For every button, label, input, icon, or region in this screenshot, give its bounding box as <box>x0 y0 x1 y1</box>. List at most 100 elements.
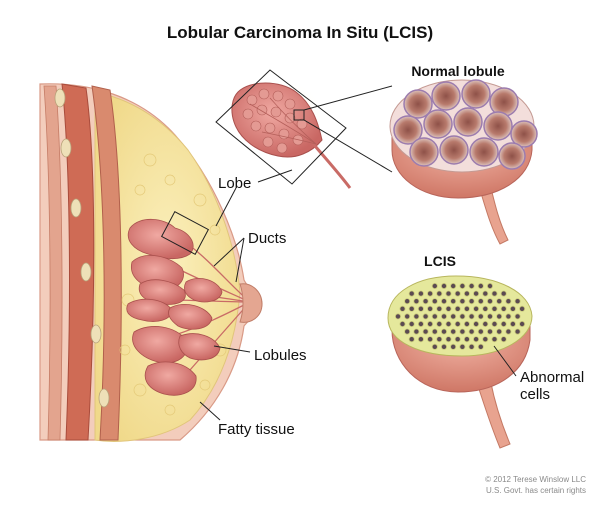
abnormal-cell <box>519 320 526 327</box>
abnormal-cell <box>509 320 516 327</box>
abnormal-cell <box>440 282 447 289</box>
abnormal-cell <box>422 328 429 335</box>
rib <box>60 138 72 158</box>
rib <box>98 388 110 408</box>
abnormal-cell <box>440 343 447 350</box>
acinus <box>403 89 433 119</box>
abnormal-cell <box>473 305 480 312</box>
normal-acini <box>393 79 538 170</box>
abnormal-cell <box>427 320 434 327</box>
abnormal-cell <box>450 282 457 289</box>
acinus <box>431 81 461 111</box>
lobe-magnify-box <box>215 69 347 185</box>
acinus <box>498 142 526 170</box>
abnormal-cell <box>413 328 420 335</box>
abnormal-cell <box>491 320 498 327</box>
lobule-magnify-box-small <box>293 109 305 121</box>
abnormal-cell <box>404 298 411 305</box>
abnormal-cell <box>399 320 406 327</box>
abnormal-cell <box>427 305 434 312</box>
lobe-magnify-box-small <box>160 211 210 255</box>
abnormal-cell <box>491 336 498 343</box>
abnormal-cells <box>394 282 526 350</box>
abnormal-cell <box>514 313 521 320</box>
abnormal-cell <box>500 336 507 343</box>
abnormal-cell <box>463 336 470 343</box>
labels: Lobe Ducts Lobules Fatty tissue Abnormal… <box>199 169 584 438</box>
abnormal-cell <box>450 313 457 320</box>
label-ducts: Ducts <box>248 230 286 247</box>
credit-line-2: U.S. Govt. has certain rights <box>486 486 586 495</box>
lobule <box>184 278 223 303</box>
abnormal-cell <box>431 313 438 320</box>
abnormal-cell <box>463 305 470 312</box>
lobule-clusters <box>126 218 223 396</box>
abnormal-cell <box>445 320 452 327</box>
acinus <box>453 107 483 137</box>
abnormal-cell <box>408 290 415 297</box>
abnormal-cell <box>459 343 466 350</box>
lobule <box>144 361 197 396</box>
abnormal-cell <box>445 290 452 297</box>
lobule <box>178 333 221 361</box>
abnormal-cell <box>514 298 521 305</box>
abnormal-cell <box>459 313 466 320</box>
abnormal-cell <box>440 328 447 335</box>
lobule <box>126 298 173 322</box>
abnormal-cell <box>482 290 489 297</box>
abnormal-cell <box>436 290 443 297</box>
abnormal-cell <box>417 290 424 297</box>
abnormal-cell <box>427 336 434 343</box>
abnormal-cell <box>431 282 438 289</box>
abnormal-cell <box>459 298 466 305</box>
abnormal-cell <box>496 328 503 335</box>
abnormal-cell <box>408 305 415 312</box>
abnormal-cell <box>431 343 438 350</box>
abnormal-cell <box>445 336 452 343</box>
abnormal-cell <box>477 343 484 350</box>
abnormal-cell <box>445 305 452 312</box>
abnormal-cell <box>468 282 475 289</box>
abnormal-cell <box>436 336 443 343</box>
acinus <box>510 120 538 148</box>
label-lobules: Lobules <box>254 347 307 364</box>
abnormal-cell <box>454 320 461 327</box>
abnormal-cell <box>519 305 526 312</box>
abnormal-cell <box>427 290 434 297</box>
abnormal-cell <box>468 328 475 335</box>
chest-muscle-inner <box>91 85 122 441</box>
abnormal-cell <box>399 305 406 312</box>
diagram-title: Lobular Carcinoma In Situ (LCIS) <box>167 23 433 42</box>
abnormal-cell <box>440 298 447 305</box>
acinus <box>439 135 469 165</box>
label-lobe: Lobe <box>218 175 251 192</box>
abnormal-cell <box>450 298 457 305</box>
abnormal-cell <box>431 298 438 305</box>
abnormal-cell <box>436 305 443 312</box>
acinus <box>423 109 453 139</box>
abnormal-cell <box>417 320 424 327</box>
abnormal-cell <box>505 313 512 320</box>
abnormal-cell <box>431 328 438 335</box>
enlarged-lobe <box>215 69 393 189</box>
lobe-duct <box>308 139 352 189</box>
abnormal-cell <box>477 328 484 335</box>
abnormal-cell <box>463 320 470 327</box>
abnormal-cell <box>473 336 480 343</box>
abnormal-cell <box>514 328 521 335</box>
abnormal-cell <box>491 305 498 312</box>
rib-band <box>43 85 63 441</box>
abnormal-cell <box>477 298 484 305</box>
abnormal-cell <box>482 336 489 343</box>
abnormal-cell <box>450 343 457 350</box>
acinus <box>483 111 513 141</box>
abnormal-cell <box>417 305 424 312</box>
abnormal-cell <box>505 328 512 335</box>
abnormal-cell <box>454 305 461 312</box>
label-abnormal-cells-line2: cells <box>520 386 550 403</box>
abnormal-cell <box>491 290 498 297</box>
chest-muscle-outer <box>61 83 95 441</box>
abnormal-cell <box>454 290 461 297</box>
abnormal-cell <box>394 313 401 320</box>
